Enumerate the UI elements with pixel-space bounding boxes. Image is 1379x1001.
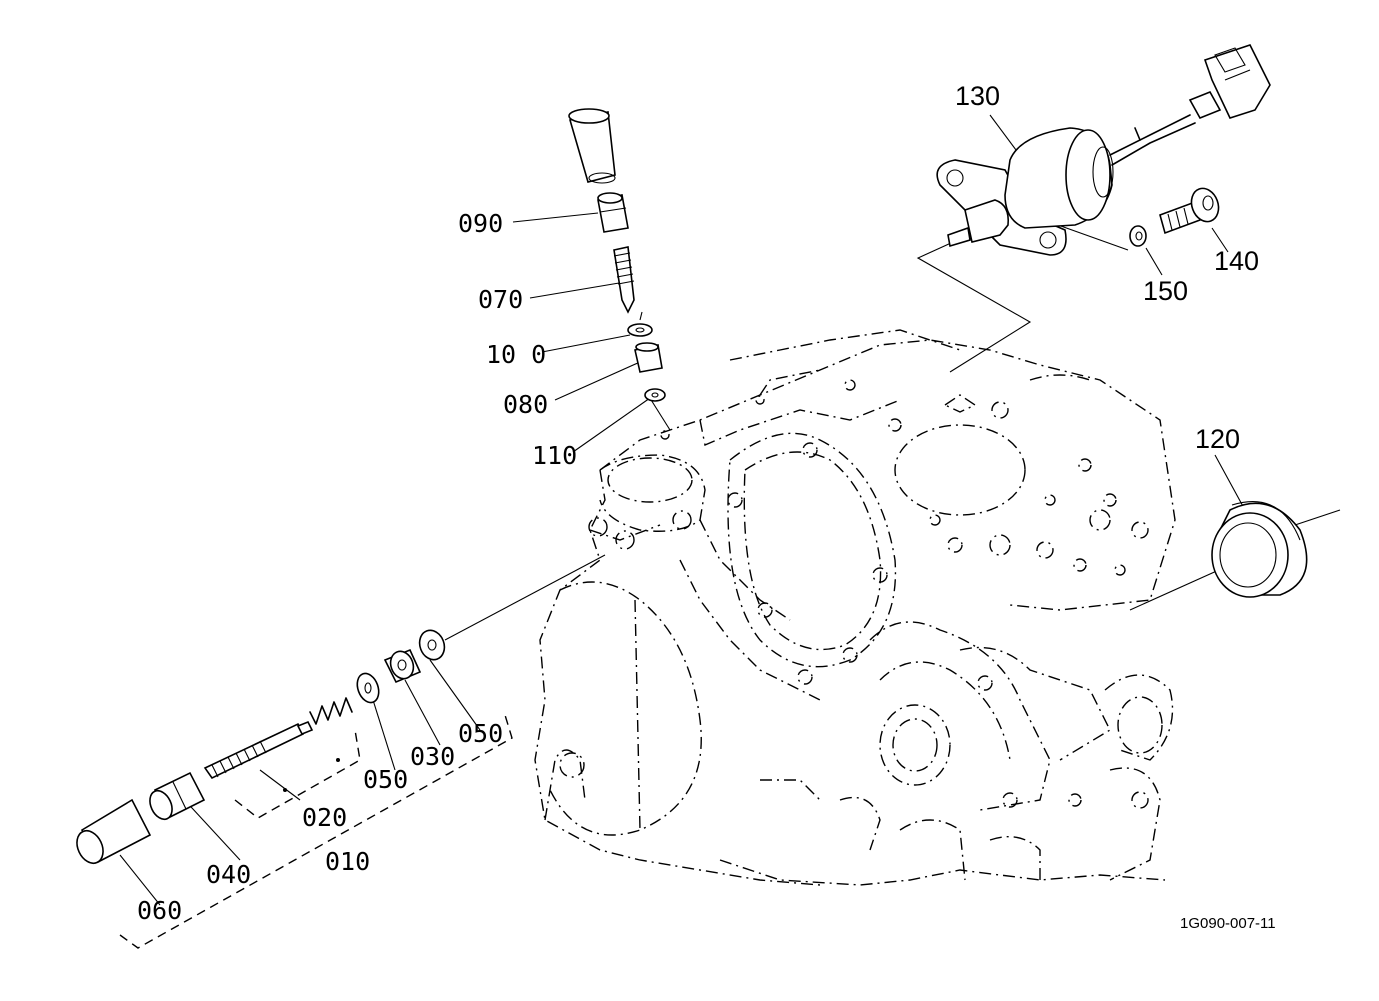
drawing-id: 1G090-007-11 [1180, 915, 1276, 932]
label-080: 080 [503, 390, 548, 419]
label-150: 150 [1143, 276, 1188, 306]
label-010: 010 [325, 847, 370, 876]
label-100: 10 0 [486, 340, 546, 369]
part-110-washer [644, 388, 666, 402]
label-120: 120 [1195, 424, 1240, 454]
part-080-plug [634, 342, 663, 373]
part-050-washer-inner [356, 672, 380, 704]
label-090: 090 [458, 209, 503, 238]
part-140-bolt [1159, 187, 1220, 235]
part-090-sleeve [568, 108, 616, 184]
label-040: 040 [206, 860, 251, 889]
part-020-shaft [203, 720, 340, 792]
leader-lines [119, 114, 1341, 949]
label-020: 020 [302, 803, 347, 832]
part-100-washer [627, 323, 653, 337]
part-020-spring [309, 697, 353, 725]
part-150-washer [1129, 225, 1147, 247]
label-110: 110 [532, 441, 577, 470]
label-030: 030 [410, 742, 455, 771]
part-050-washer-outer [418, 629, 446, 661]
label-130: 130 [955, 81, 1000, 111]
part-090-nut [597, 192, 629, 233]
label-140: 140 [1214, 246, 1259, 276]
part-labels: 130 140 150 120 090 070 10 0 080 110 050… [137, 81, 1276, 932]
part-040-nut [149, 771, 206, 821]
part-120-seal [1211, 501, 1308, 598]
part-130-solenoid [936, 44, 1271, 256]
label-050-inner: 050 [363, 765, 408, 794]
part-070-pin [613, 246, 635, 314]
label-070: 070 [478, 285, 523, 314]
engine-block [534, 329, 1176, 886]
part-060-cap [76, 798, 152, 865]
label-060: 060 [137, 896, 182, 925]
label-050-outer: 050 [458, 719, 503, 748]
part-030-nut [383, 648, 422, 684]
